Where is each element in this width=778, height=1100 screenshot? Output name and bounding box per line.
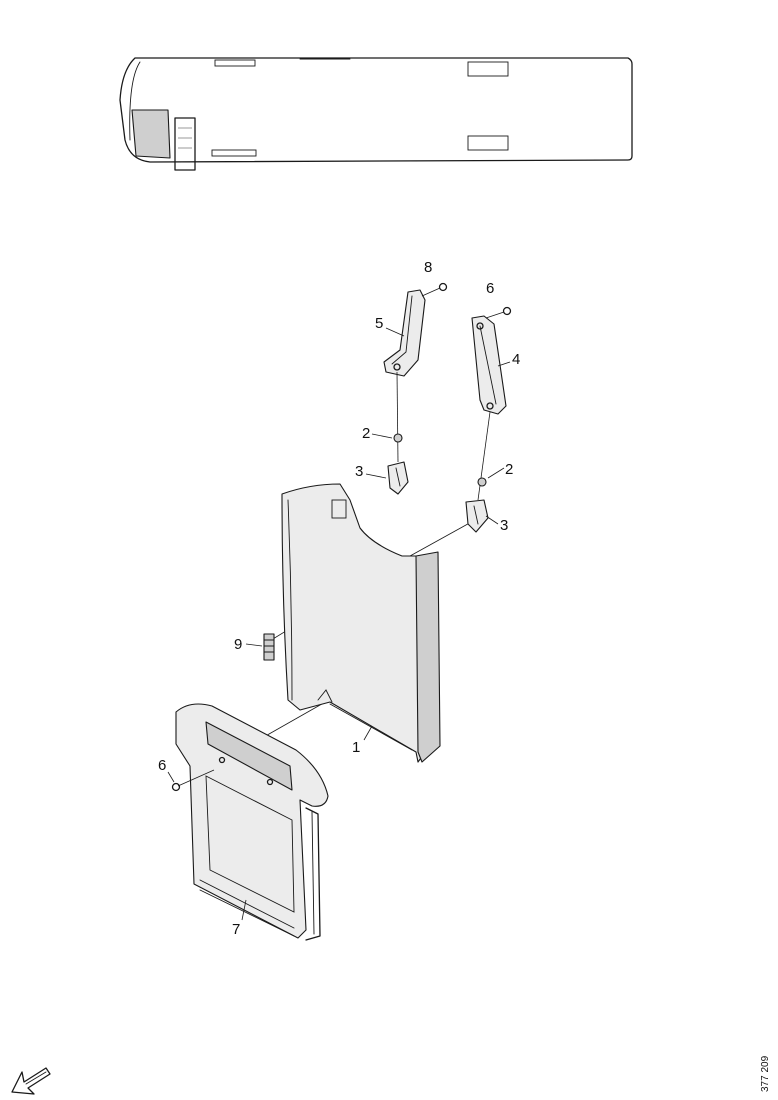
part-3-clip-right — [465, 499, 489, 533]
callout-5: 5 — [375, 315, 383, 332]
bracket-4-body — [471, 315, 507, 415]
part-5-bracket — [383, 282, 448, 377]
callout-2-left: 2 — [362, 425, 370, 442]
screw-6-top-left — [438, 282, 448, 292]
bus-driver-area — [131, 109, 171, 159]
part-1-panel — [281, 483, 441, 763]
part-9-clip — [263, 633, 275, 661]
callout-4: 4 — [512, 351, 520, 368]
screw-8-lower — [171, 782, 181, 792]
frame-7-side-rail — [305, 807, 321, 941]
frame-7-outer — [175, 703, 329, 939]
panel-1-slot — [331, 499, 347, 519]
clip-9-body — [263, 633, 275, 661]
callout-1: 1 — [352, 739, 360, 756]
forward-arrow-icon — [11, 1067, 51, 1095]
washer-2-left — [393, 433, 403, 443]
bus-body-outline — [119, 57, 633, 163]
bus-overview — [119, 57, 633, 171]
panel-1-edge — [415, 551, 441, 763]
part-4-bracket — [471, 306, 512, 415]
callout-6-right: 6 — [486, 280, 494, 297]
callout-2-right: 2 — [505, 461, 513, 478]
part-7-frame — [175, 703, 329, 941]
frame-7-inner-window — [205, 775, 295, 913]
callout-7: 7 — [232, 921, 240, 938]
panel-1-front — [281, 483, 439, 763]
callout-3-left: 3 — [355, 463, 363, 480]
callout-8-top: 8 — [424, 259, 432, 276]
washer-2-right — [477, 477, 487, 487]
reference-number: 377 209 — [760, 1055, 771, 1092]
bus-roof-hatch-3 — [467, 135, 509, 151]
bracket-5-body — [383, 289, 426, 377]
bus-roof-hatch-4 — [211, 149, 257, 157]
callout-leaders — [167, 327, 511, 921]
callout-3-right: 3 — [500, 517, 508, 534]
bus-roof-hatch-1 — [214, 59, 256, 67]
callout-9: 9 — [234, 636, 242, 653]
bus-highlight-box — [174, 117, 196, 171]
callout-6-lower: 6 — [158, 757, 166, 774]
frame-7-top-recess — [205, 721, 293, 791]
callout-labels: 8 6 5 4 2 3 2 3 9 1 6 7 — [158, 259, 520, 938]
screw-6-top-right — [502, 306, 512, 316]
bus-front-line — [129, 61, 141, 141]
part-3-clip-left — [387, 461, 409, 495]
bus-roof-hatch-2 — [467, 61, 509, 77]
